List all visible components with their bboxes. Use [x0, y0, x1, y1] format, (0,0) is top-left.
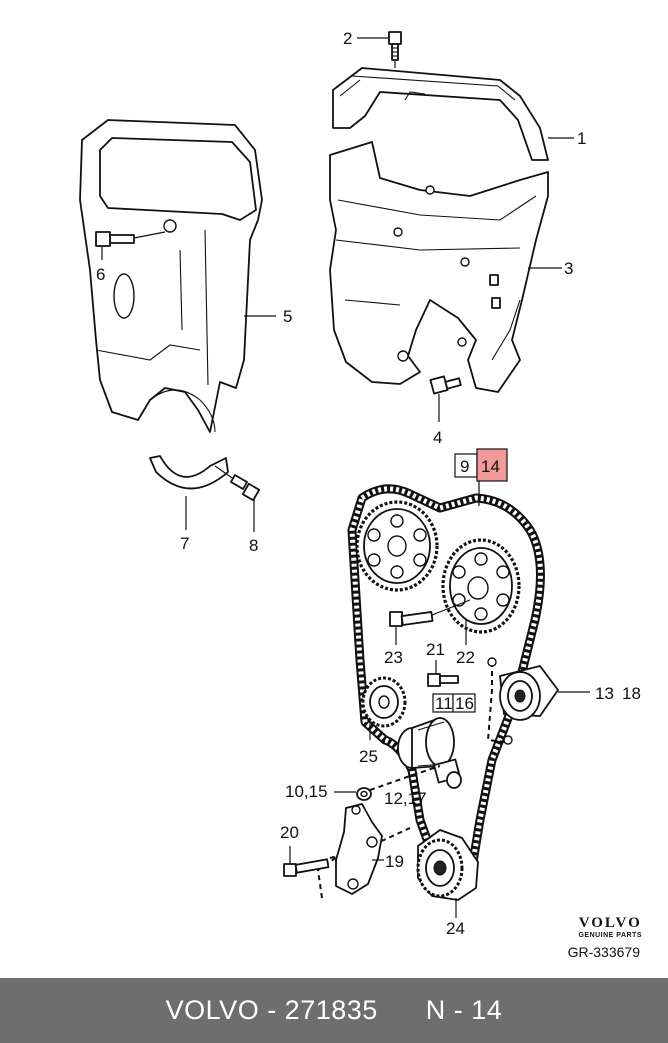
label-6: 6 [96, 265, 105, 284]
part-10-15-nut [334, 787, 372, 801]
footer-part-number: VOLVO - 271835 [165, 995, 378, 1025]
label-13: 13 [595, 684, 614, 703]
label-19: 19 [385, 852, 404, 871]
label-8: 8 [249, 536, 258, 555]
part-13-tensioner-pulley [499, 665, 590, 721]
label-10-15: 10,15 [285, 782, 328, 801]
label-4: 4 [433, 428, 442, 447]
part-4-bolt [429, 375, 462, 422]
label-5: 5 [283, 307, 292, 326]
footer-bar: VOLVO - 271835 N - 14 [0, 978, 668, 1043]
volvo-brand-logo: VOLVO GENUINE PARTS [578, 916, 642, 940]
part-1-upper-cover [332, 67, 574, 161]
part-24-crankshaft-gear [416, 829, 479, 918]
part-7-seal [149, 455, 229, 530]
part-5-front-cover [79, 119, 276, 433]
part-20-bolt [283, 846, 330, 877]
brand-subtitle: GENUINE PARTS [578, 932, 642, 939]
part-3-rear-plate [329, 141, 562, 393]
tensioner-dashed-link [486, 662, 506, 743]
link-dashed-nut [369, 765, 441, 791]
part-19-bracket [335, 803, 384, 895]
label-7: 7 [180, 534, 189, 553]
brand-logo-text: VOLVO [578, 915, 642, 931]
label-9: 9 [460, 457, 469, 476]
diagram-reference-code: GR-333679 [567, 944, 640, 960]
label-21: 21 [426, 640, 445, 659]
label-11: 11 [435, 694, 453, 713]
ref-box-16 [452, 693, 476, 713]
label-20: 20 [280, 823, 299, 842]
part-2-bolt [357, 31, 402, 68]
footer-spacer [378, 995, 426, 1026]
label-25: 25 [359, 747, 378, 766]
part-11-tensioner-roller [397, 717, 462, 789]
camshaft-gear-left [355, 500, 439, 592]
part-23-gear-bolt [389, 599, 471, 645]
part-8-bolt [214, 465, 261, 532]
label-1: 1 [577, 129, 586, 148]
ref-box-14-highlighted [476, 448, 508, 482]
label-2: 2 [343, 29, 352, 48]
part-6-bolt [95, 231, 166, 260]
label-18: 18 [622, 684, 641, 703]
label-23: 23 [384, 648, 403, 667]
label-14: 14 [481, 457, 500, 476]
label-3: 3 [564, 259, 573, 278]
camshaft-gear-right [441, 538, 521, 634]
part-25-idler-pulley [361, 676, 407, 740]
label-22: 22 [456, 648, 475, 667]
part-21-bolt [427, 660, 459, 687]
label-16: 16 [455, 694, 474, 713]
label-12-17: 12,17 [384, 789, 427, 808]
label-24: 24 [446, 919, 465, 938]
timing-belt-exploded-diagram: 1 2 3 4 5 6 7 8 9 14 11 16 21 22 23 25 1… [79, 29, 641, 938]
footer-page-ref: N - 14 [425, 995, 503, 1025]
